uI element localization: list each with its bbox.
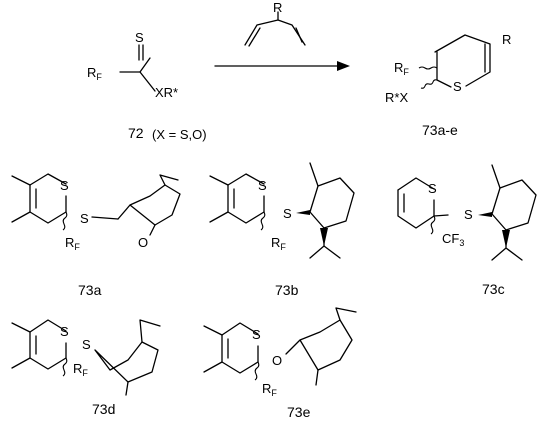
- ring-r-label: R: [502, 32, 511, 47]
- rf-label: RF: [87, 65, 102, 82]
- reagent-72: S RF XR* 72 (X = S,O): [87, 30, 207, 142]
- compound-number-72: 72: [128, 125, 144, 141]
- ring-s-label-73b: S: [258, 178, 267, 193]
- compound-label-73a: 73a: [78, 282, 102, 298]
- xr-star-label: XR*: [155, 85, 178, 100]
- compound-73e: S O RF 73e: [203, 307, 357, 420]
- exo-s-label-73d: S: [82, 337, 91, 352]
- compound-label-73e: 73e: [287, 404, 311, 420]
- ring-s-label-73a: S: [60, 178, 69, 193]
- exo-s-label-73a: S: [80, 211, 89, 226]
- thiocarbonyl-s-label: S: [135, 30, 144, 45]
- exo-s-label-73b: S: [283, 206, 292, 221]
- product-73: S R RF R*X 73a-e: [385, 32, 511, 138]
- ketone-o-label-73a: O: [138, 235, 148, 250]
- exo-o-label-73e: O: [272, 353, 282, 368]
- compound-73b: S S RF 73b: [209, 162, 355, 298]
- rf-label-73e: RF: [262, 381, 277, 398]
- compound-number-73a-e: 73a-e: [422, 122, 458, 138]
- rf-label-73b: RF: [271, 235, 286, 252]
- compound-73a: S S O RF 73a: [11, 173, 181, 298]
- compound-label-73b: 73b: [275, 282, 299, 298]
- reaction-arrow: [214, 61, 350, 71]
- diene-r-label: R: [273, 0, 282, 15]
- product-rf-label: RF: [394, 60, 409, 77]
- ring-s-label-73e: S: [252, 327, 261, 342]
- cf3-label-73c: CF3: [442, 231, 464, 248]
- condition-note: (X = S,O): [152, 127, 207, 142]
- ring-s-label: S: [453, 79, 462, 94]
- compound-label-73c: 73c: [482, 281, 505, 297]
- exo-s-label-73c: S: [464, 207, 473, 222]
- ring-s-label-73c: S: [428, 181, 437, 196]
- diene: R: [244, 0, 306, 47]
- compound-73c: S S CF3 73c: [397, 164, 537, 297]
- rf-label-73a: RF: [65, 235, 80, 252]
- ring-s-label-73d: S: [60, 324, 69, 339]
- compound-label-73d: 73d: [92, 401, 115, 417]
- r-star-x-label: R*X: [385, 90, 408, 105]
- rf-label-73d: RF: [73, 361, 88, 378]
- compound-73d: S S RF 73d: [11, 319, 161, 417]
